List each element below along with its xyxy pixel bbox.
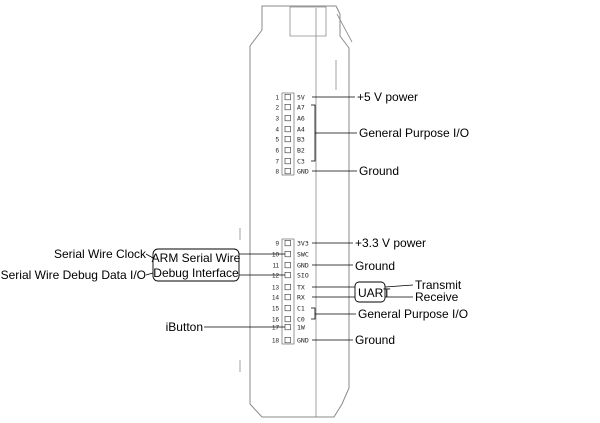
pin-number: 7 [275,158,279,165]
pin-label: C0 [297,315,305,323]
pin-label: TX [297,283,305,291]
pin-label: RX [297,293,305,301]
pin-row: 18 GND [272,336,309,344]
pin-row: 7 C3 [275,157,304,165]
pin-label: 1W [297,323,305,331]
pin-label: 3V3 [297,239,309,247]
pin-square [284,271,291,279]
uart-label: UART [358,286,391,300]
ground-mid-label: Ground [355,259,395,273]
pin-label: B2 [297,146,305,154]
pin-label: A7 [297,103,305,111]
pin-label: C1 [297,304,305,312]
ground-bottom-label: Ground [355,333,395,347]
serial-wire-clock-label: Serial Wire Clock [54,247,147,261]
pin-label: A4 [297,125,305,133]
pin-row: 6 B2 [275,146,304,154]
pin-label: SWC [297,250,309,258]
pin-number: 17 [272,324,280,331]
serial-wire-data-label: Serial Wire Debug Data I/O [1,268,146,282]
gpio-top-label: General Purpose I/O [359,126,469,140]
pin-label: 5V [297,93,305,101]
pin-square [284,147,291,154]
pin-label: B3 [297,135,305,143]
pin-number: 16 [272,316,280,323]
pin-number: 12 [272,272,280,279]
pin-label: GND [297,261,309,269]
uart-box [354,281,386,303]
gpio-bottom-label: General Purpose I/O [358,307,468,321]
pin-row: 15 C1 [272,304,305,312]
swd-title-line2: Debug Interface [153,266,239,280]
right-leaders [312,96,414,341]
header-frame-bottom [281,238,295,345]
pin-label: GND [297,336,309,344]
gpio-bracket-bottom [311,307,356,320]
pin-number: 13 [272,284,280,291]
pin-number: 4 [275,126,279,133]
swd-box [152,248,240,282]
pin-number: 8 [275,168,279,175]
pin-square [284,115,291,122]
pin-label: A6 [297,114,305,122]
pin-number: 11 [272,262,279,269]
pin-square [284,336,291,344]
pin-number: 14 [272,294,280,301]
pin-row: 9 3V3 [275,239,308,247]
pin-number: 6 [275,147,279,154]
pin-square [284,168,291,175]
pin-number: 3 [275,115,279,122]
pin-row: 11 GND [272,261,308,269]
power-5v-label: +5 V power [357,90,418,104]
pin-square [284,323,291,331]
gpio-bracket-top [311,104,357,162]
pin-row: 16 C0 [272,315,305,323]
pin-number: 1 [275,94,279,101]
power-3v3-label: +3.3 V power [355,236,426,250]
pin-row: 13 TX [272,283,305,291]
pin-number: 15 [272,305,280,312]
pin-square [284,158,291,165]
left-leaders [145,253,285,328]
pin-number: 5 [275,136,279,143]
pin-number: 10 [272,251,280,258]
pin-square [284,94,291,101]
pin-square [284,261,291,269]
pin-square [284,293,291,301]
swd-title-line1: ARM Serial Wire [152,251,241,265]
pin-square [284,104,291,111]
pin-label: GND [297,167,309,175]
ground-top-label: Ground [359,164,399,178]
pin-label: SIO [297,271,309,279]
pin-square [284,283,291,291]
pin-square [284,240,291,247]
pin-number: 2 [275,104,279,111]
receive-label: Receive [415,290,459,304]
pin-label: C3 [297,157,305,165]
pin-row: 8 GND [275,167,308,175]
pin-row: 1 5V [275,93,304,101]
pin-number: 9 [275,240,279,247]
ibutton-label: iButton [166,320,203,334]
pin-row: 4 A4 [275,125,304,133]
pin-row: 14 RX [272,293,305,301]
pin-square [284,304,291,312]
transmit-label: Transmit [415,278,462,292]
pin-square [284,126,291,133]
pin-square [284,315,291,323]
pin-square [284,251,291,258]
device-outline [239,5,353,418]
pin-row: 2 A7 [275,103,304,111]
header-frame-top [281,92,295,176]
pin-square [284,136,291,143]
pin-row: 3 A6 [275,114,304,122]
pin-row: 5 B3 [275,135,304,143]
pin-number: 18 [272,337,280,344]
